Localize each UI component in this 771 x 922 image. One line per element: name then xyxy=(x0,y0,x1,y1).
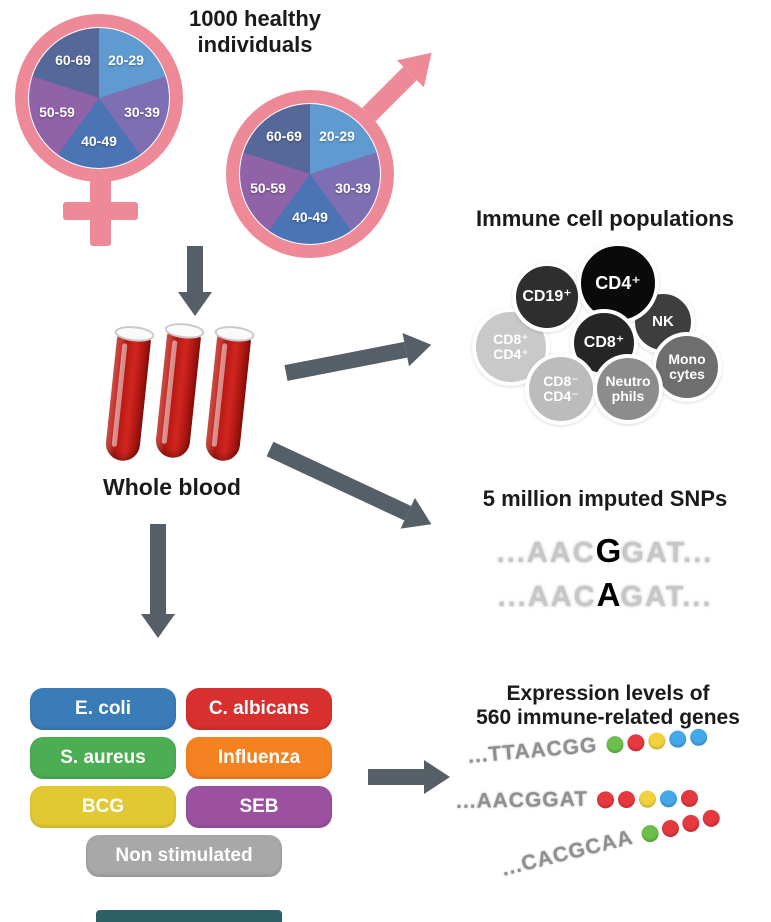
gene-dot xyxy=(700,807,722,829)
gene-dot xyxy=(617,790,636,808)
immune-cells-title: Immune cell populations xyxy=(476,206,734,231)
snp-sequence-line: ...AACGGAT... xyxy=(450,530,760,574)
immune-cell-cd4: CD4⁺ xyxy=(577,242,659,324)
gene-sequence: ...AACGGAT xyxy=(455,787,589,813)
stimulus-ecoli: E. coli xyxy=(30,688,176,730)
female-symbol-crossbar xyxy=(63,202,138,220)
blood-tube xyxy=(201,324,256,467)
snp-seq-prefix: ...AAC xyxy=(497,581,597,613)
gene-dot xyxy=(639,822,661,844)
snp-variant-letter: A xyxy=(596,576,621,613)
gene-dot xyxy=(680,789,699,807)
gene-dot xyxy=(647,731,666,750)
age-group-label: 60-69 xyxy=(55,52,91,68)
blood-tube xyxy=(101,324,156,467)
cohort-title: 1000 healthy individuals xyxy=(188,6,322,57)
expression-row: ...AACGGAT xyxy=(455,786,699,814)
stimulus-saureus: S. aureus xyxy=(30,737,176,779)
stimulus-nonstimulated: Non stimulated xyxy=(86,835,282,877)
stimulus-seb: SEB xyxy=(186,786,332,828)
age-group-label: 40-49 xyxy=(292,209,328,225)
snp-seq-suffix: GAT... xyxy=(620,581,713,613)
stimulus-influenza: Influenza xyxy=(186,737,332,779)
male-pie-ring: 20-29 30-39 40-49 50-59 60-69 xyxy=(226,90,394,258)
gene-dot xyxy=(668,729,687,748)
age-pie: 20-29 30-39 40-49 50-59 60-69 xyxy=(29,28,169,168)
age-group-label: 20-29 xyxy=(108,52,144,68)
stimulus-bcg: BCG xyxy=(30,786,176,828)
gene-dot xyxy=(680,812,701,834)
age-group-label: 50-59 xyxy=(250,180,286,196)
snps-title: 5 million imputed SNPs xyxy=(482,486,728,511)
immune-cell-cd8neg-cd4neg: CD8⁻ CD4⁻ xyxy=(525,353,597,425)
gene-dot xyxy=(626,733,645,752)
gene-dot xyxy=(689,727,708,747)
cohort-to-blood-arrow-icon xyxy=(178,246,212,316)
blood-to-snps-arrow-icon xyxy=(263,434,439,540)
cropped-footer-bar xyxy=(96,910,282,922)
age-group-label: 30-39 xyxy=(124,104,160,120)
snp-variant-letter: G xyxy=(595,532,622,569)
gene-dot xyxy=(596,790,615,809)
age-group-label: 50-59 xyxy=(39,104,75,120)
gene-dot xyxy=(638,790,657,808)
snp-seq-suffix: GAT... xyxy=(621,537,714,569)
expression-row: ...CACGCAA xyxy=(499,804,722,881)
age-group-label: 60-69 xyxy=(266,128,302,144)
whole-blood-label: Whole blood xyxy=(103,474,241,500)
age-pie: 20-29 30-39 40-49 50-59 60-69 xyxy=(240,104,380,244)
stimulus-calbicans: C. albicans xyxy=(186,688,332,730)
blood-tube xyxy=(151,321,206,464)
gene-dot xyxy=(659,789,678,807)
male-symbol-arrow xyxy=(362,66,417,122)
gene-dot xyxy=(605,734,624,754)
expression-row: ...TTAACGG xyxy=(467,724,708,769)
gene-sequence: ...TTAACGG xyxy=(466,733,599,768)
age-group-label: 40-49 xyxy=(81,133,117,149)
blood-to-cells-arrow-icon xyxy=(283,328,435,390)
snp-seq-prefix: ...AAC xyxy=(496,537,596,569)
gene-sequence: ...CACGCAA xyxy=(499,825,636,881)
expression-title: Expression levels of 560 immune-related … xyxy=(476,682,740,730)
immune-cell-cd19: CD19⁺ xyxy=(512,262,582,332)
age-group-label: 20-29 xyxy=(319,128,355,144)
age-group-label: 30-39 xyxy=(335,180,371,196)
gene-dot xyxy=(659,817,681,839)
immune-cell-neutrophils: Neutro phils xyxy=(593,354,663,424)
snp-sequences: ...AACGGAT... ...AACAGAT... xyxy=(450,530,760,618)
blood-to-stimulations-arrow-icon xyxy=(141,524,175,638)
snp-sequence-line: ...AACAGAT... xyxy=(450,574,760,618)
stimulations-to-expression-arrow-icon xyxy=(368,760,450,794)
female-pie-ring: 20-29 30-39 40-49 50-59 60-69 xyxy=(15,14,183,182)
